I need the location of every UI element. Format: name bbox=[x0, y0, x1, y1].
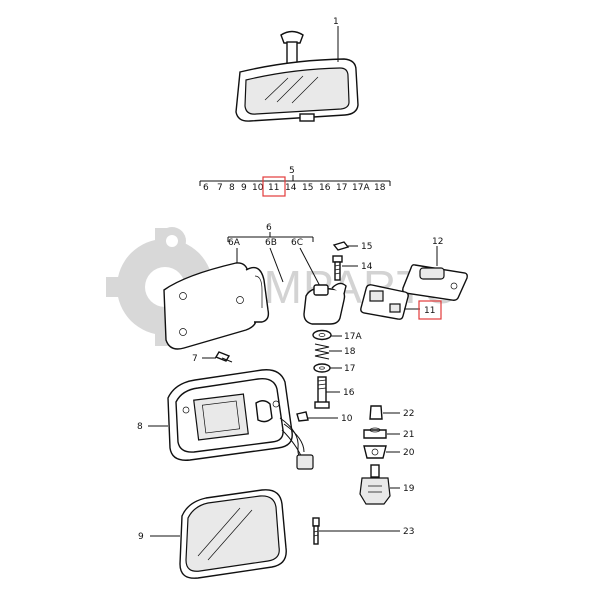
callout-19: 19 bbox=[403, 484, 415, 494]
part-8-mirror-housing bbox=[167, 369, 314, 470]
part-10-screw bbox=[296, 411, 309, 422]
part-20-grommet bbox=[363, 445, 387, 459]
group-5-item-6: 6 bbox=[203, 183, 209, 193]
group-5-item-15: 15 bbox=[302, 183, 313, 193]
highlight-box-group-5-item-11 bbox=[262, 176, 286, 197]
group-5-item-18: 18 bbox=[374, 183, 386, 193]
callout-20: 20 bbox=[403, 448, 415, 458]
callout-9: 9 bbox=[138, 532, 144, 542]
group-6-item-6c: 6C bbox=[291, 238, 303, 248]
part-16-bolt bbox=[314, 376, 330, 409]
callout-23: 23 bbox=[403, 527, 414, 537]
part-7-screw bbox=[214, 351, 233, 363]
callout-16: 16 bbox=[343, 388, 355, 398]
highlight-box-callout-11 bbox=[418, 300, 442, 320]
group-6-item-6b: 6B bbox=[265, 238, 277, 248]
callout-21: 21 bbox=[403, 430, 414, 440]
callout-10: 10 bbox=[341, 414, 353, 424]
group-5: 5 6 7 8 9 10 11 14 15 16 17 17A 18 bbox=[199, 166, 391, 197]
part-15-nut bbox=[332, 241, 350, 251]
group-6-item-6a: 6A bbox=[228, 238, 241, 248]
part-1-interior-mirror bbox=[235, 30, 359, 122]
callout-15: 15 bbox=[361, 242, 372, 252]
callout-18: 18 bbox=[344, 347, 356, 357]
group-5-item-7: 7 bbox=[217, 183, 223, 193]
part-14-screw bbox=[332, 255, 343, 281]
group-5-label: 5 bbox=[289, 166, 295, 176]
part-17a-washer bbox=[312, 329, 332, 341]
group-5-item-8: 8 bbox=[229, 183, 235, 193]
part-17-washer bbox=[313, 363, 331, 373]
callout-17a: 17A bbox=[344, 332, 362, 342]
group-5-item-9: 9 bbox=[241, 183, 247, 193]
callout-11: 11 bbox=[424, 306, 435, 316]
callout-14: 14 bbox=[361, 262, 373, 272]
part-23-pin bbox=[312, 517, 320, 545]
part-11-gasket bbox=[360, 284, 409, 320]
group-5-item-10: 10 bbox=[252, 183, 264, 193]
group-5-item-14: 14 bbox=[285, 183, 297, 193]
part-19-control-switch bbox=[359, 464, 391, 505]
group-5-item-16: 16 bbox=[319, 183, 331, 193]
callout-1: 1 bbox=[333, 17, 339, 27]
part-6a-mirror-backing-plate bbox=[163, 262, 270, 350]
part-22-cap bbox=[369, 405, 383, 420]
callout-17: 17 bbox=[344, 364, 355, 374]
part-18-spring bbox=[314, 343, 330, 360]
part-6c-mounting-base bbox=[303, 282, 347, 325]
group-5-item-11: 11 bbox=[268, 183, 279, 193]
part-12-cover-plate bbox=[402, 264, 468, 301]
part-9-mirror-glass bbox=[179, 489, 287, 579]
group-6-label: 6 bbox=[266, 223, 272, 233]
group-5-item-17: 17 bbox=[336, 183, 347, 193]
group-5-item-17a: 17A bbox=[352, 183, 370, 193]
callout-7: 7 bbox=[192, 354, 198, 364]
callout-22: 22 bbox=[403, 409, 414, 419]
callout-8: 8 bbox=[137, 422, 143, 432]
part-21-nut bbox=[363, 427, 387, 439]
callout-12: 12 bbox=[432, 237, 443, 247]
